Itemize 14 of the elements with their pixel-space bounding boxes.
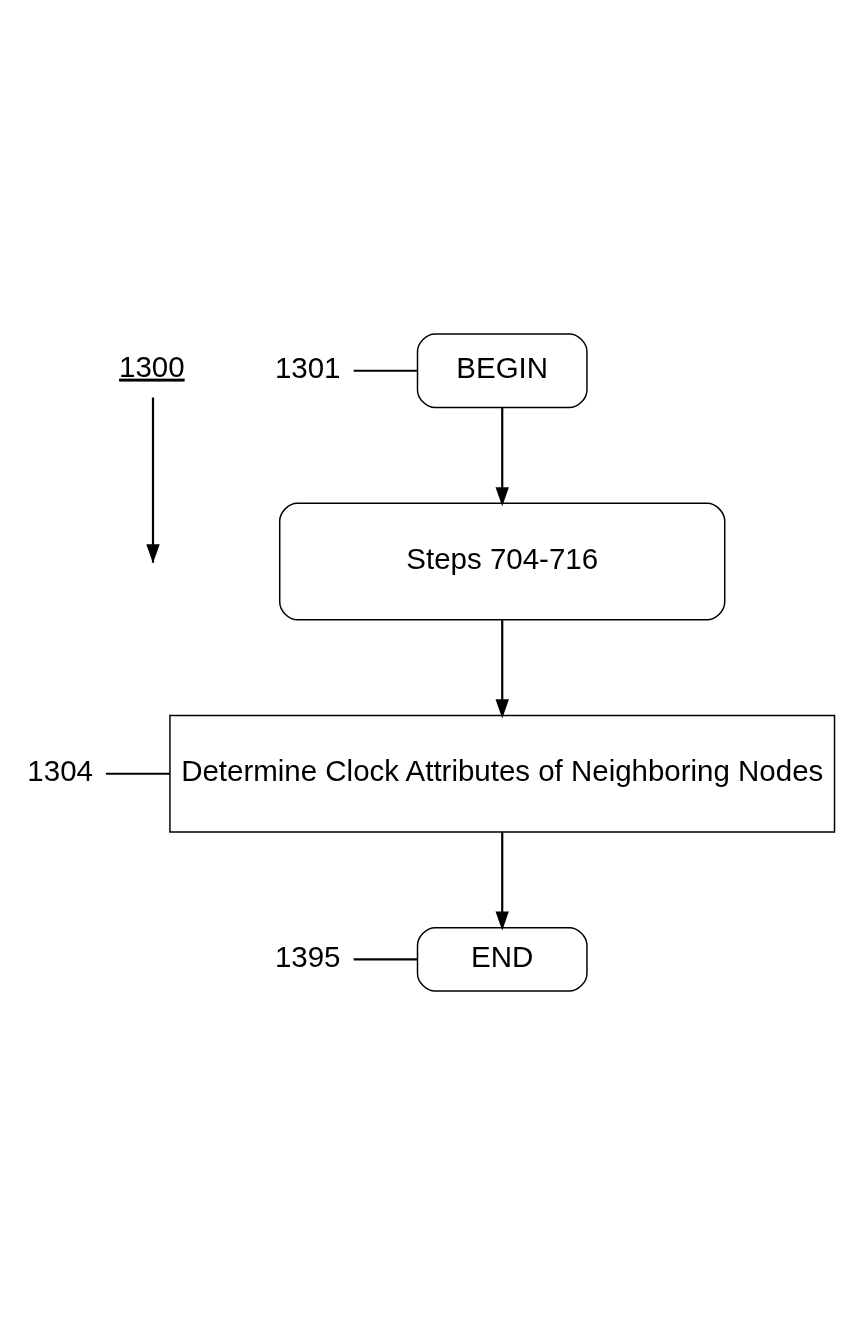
node-box: Determine Clock Attributes of Neighboring Nodes: [169, 714, 836, 833]
arrow: [495, 408, 509, 507]
node-box: BEGIN: [416, 333, 588, 409]
node-box: END: [416, 927, 588, 992]
node-text: 1304: [27, 754, 93, 788]
arrow: [495, 832, 509, 931]
connector: [353, 369, 417, 372]
node-text: 1301: [274, 351, 341, 385]
node-box: Steps 704-716: [279, 502, 726, 621]
connector: [105, 772, 170, 775]
node-text: 1300: [119, 349, 185, 383]
arrow: [495, 620, 509, 719]
node-text: 1395: [274, 939, 341, 973]
connector: [353, 958, 417, 961]
